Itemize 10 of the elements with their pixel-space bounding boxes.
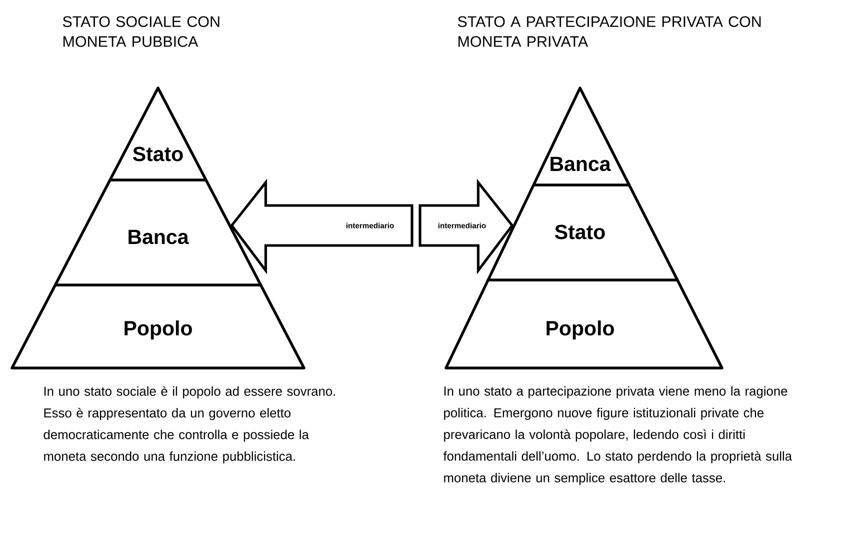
pyramid-band: Popolo [444,278,724,370]
description-text: In uno stato a partecipazione privata viene meno la ragione politica. Emergono nuove figure istituzionali private che prevaricano la volontà popolare, ledendo così i diritti fondamentali dell’uomo. Lo stato perdendo la proprietà sulla moneta diviene un semplice esattore delle tasse. [443,386,792,485]
pyramid-band: Banca [532,86,630,186]
pyramid-band: Banca [54,178,262,286]
heading: STATO SOCIALE CON MONETA PUBBICA [62,16,220,47]
pyramid-band: Stato [486,184,679,282]
pyramid-band: Stato [108,86,208,182]
description-text: In uno stato sociale è il popolo ad essere sovrano. Esso è rappresentato da un governo eletto democraticamente che controlla e possiede la moneta secondo una funzione pubblicistica. [44,386,335,464]
heading: STATO A PARTECIPAZIONE PRIVATA CON MONETA PRIVATA [458,16,761,47]
pyramid-band: Popolo [10,284,306,370]
